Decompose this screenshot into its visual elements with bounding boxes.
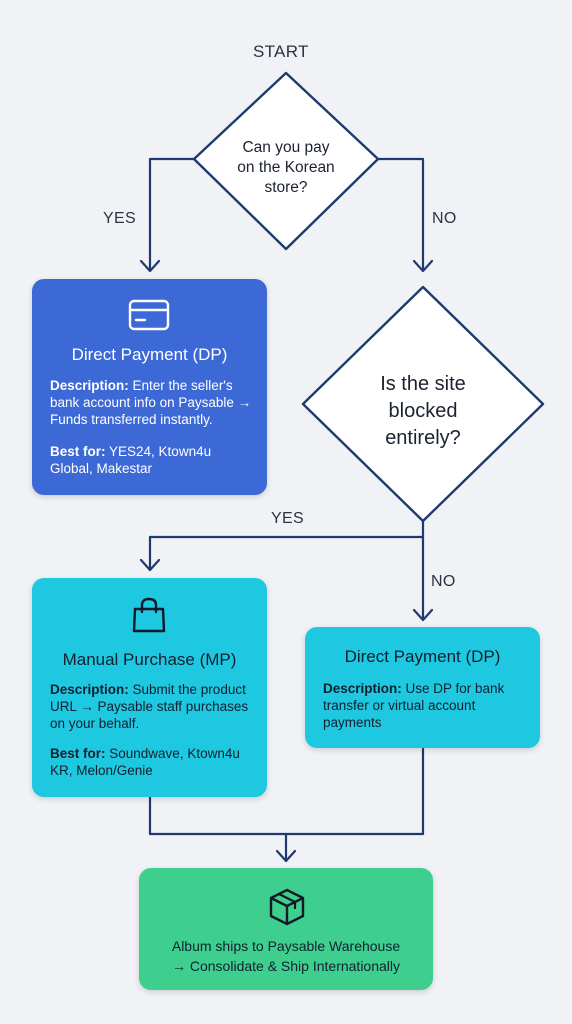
decision-1-yes-label: YES <box>103 210 136 227</box>
arrowhead-direct-payment <box>139 259 161 273</box>
connector-yes-to-manual-purchase <box>148 535 425 571</box>
manual-purchase-box: Manual Purchase (MP) Description: Submit… <box>32 578 267 797</box>
arrowhead-end <box>275 849 297 863</box>
direct-payment-title: Direct Payment (DP) <box>71 345 228 364</box>
connector-no-to-decision-2 <box>374 157 425 272</box>
decision-2-no-label: NO <box>431 573 456 590</box>
album-ships-line-2: → Consolidate & Ship Internationally <box>171 958 401 974</box>
decision-2-question: Is the site blocked entirely? <box>333 371 513 452</box>
album-ships-text: Album ships to Paysable Warehouse → Cons… <box>139 936 433 976</box>
decision-1-no-label: NO <box>432 210 457 227</box>
manual-purchase-best-for-text: Soundwave, Ktown4u KR, Melon/Genie <box>50 746 240 778</box>
manual-purchase-best-for-label: Best for: <box>50 746 106 761</box>
manual-purchase-best-for: Best for: Soundwave, Ktown4u KR, Melon/G… <box>50 745 255 779</box>
decision-2-line-3: entirely? <box>385 427 461 449</box>
manual-purchase-description: Description: Submit the product URL → Pa… <box>50 681 255 732</box>
direct-payment-2-description: Description: Use DP for bank transfer or… <box>323 680 528 731</box>
arrowhead-direct-payment-2 <box>412 608 434 622</box>
direct-payment-best-for-text: YES24, Ktown4u Global, Makestar <box>50 444 212 476</box>
manual-purchase-title: Manual Purchase (MP) <box>62 650 237 669</box>
shopping-bag-icon <box>132 597 166 633</box>
direct-payment-box-2: Direct Payment (DP) Description: Use DP … <box>305 627 540 748</box>
credit-card-icon <box>128 299 170 331</box>
decision-2-yes-label: YES <box>271 510 304 527</box>
album-ships-box: Album ships to Paysable Warehouse → Cons… <box>139 868 433 990</box>
decision-1-line-1: Can you pay <box>242 139 330 156</box>
decision-1-diamond <box>192 71 380 251</box>
direct-payment-2-description-text: Use DP for bank transfer or virtual acco… <box>323 681 505 730</box>
decision-2-line-1: Is the site <box>380 373 466 395</box>
direct-payment-best-for-label: Best for: <box>50 444 106 459</box>
direct-payment-best-for: Best for: YES24, Ktown4u Global, Makesta… <box>50 443 255 477</box>
manual-purchase-description-text: Submit the product URL → Paysable staff … <box>50 682 249 731</box>
start-label: START <box>253 42 309 61</box>
arrowhead-decision-2 <box>412 259 434 273</box>
direct-payment-2-description-label: Description: <box>323 681 402 696</box>
arrowhead-manual-purchase <box>139 558 161 572</box>
direct-payment-description: Description: Enter the seller's bank acc… <box>50 377 255 428</box>
decision-1-question: Can you pay on the Korean store? <box>210 138 362 198</box>
direct-payment-description-label: Description: <box>50 378 129 393</box>
direct-payment-2-title: Direct Payment (DP) <box>344 647 501 666</box>
album-ships-line-1: Album ships to Paysable Warehouse <box>171 938 401 954</box>
direct-payment-description-text: Enter the seller's bank account info on … <box>50 378 252 427</box>
connector-yes-to-direct-payment <box>148 157 198 272</box>
decision-1-line-3: store? <box>264 179 308 196</box>
manual-purchase-description-label: Description: <box>50 682 129 697</box>
decision-2-line-2: blocked <box>388 400 458 422</box>
decision-1-line-2: on the Korean <box>237 159 335 176</box>
decision-2-diamond <box>301 285 545 523</box>
direct-payment-box: Direct Payment (DP) Description: Enter t… <box>32 279 267 495</box>
package-box-icon <box>269 888 305 926</box>
